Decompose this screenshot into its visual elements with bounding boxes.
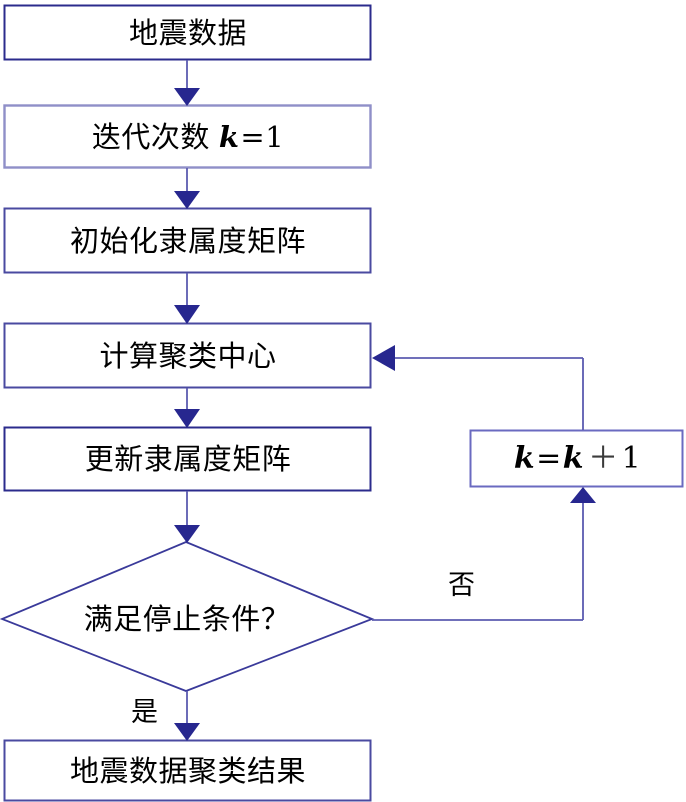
clickable-node-increment-k[interactable] xyxy=(471,431,683,487)
arrowhead-membership-to-centers xyxy=(174,305,200,324)
node-box-data-input[interactable] xyxy=(3,4,372,61)
clickable-node-result-output[interactable] xyxy=(5,741,371,801)
arrowhead-condition-yes-to-result xyxy=(174,723,200,741)
clickable-node-compute-centers[interactable] xyxy=(5,324,371,388)
node-box-init-iteration[interactable] xyxy=(3,104,372,169)
clickable-node-stop-condition[interactable] xyxy=(2,542,372,691)
node-box-result-output[interactable] xyxy=(3,739,372,802)
node-box-increment-k[interactable] xyxy=(469,429,684,488)
arrowhead-iteration-to-membership xyxy=(174,191,200,209)
edge-label-no: 否 xyxy=(448,570,475,601)
clickable-node-init-membership[interactable] xyxy=(5,209,371,273)
node-box-compute-centers[interactable] xyxy=(3,322,372,389)
node-diamond-stop-condition[interactable] xyxy=(0,541,375,692)
node-box-init-membership[interactable] xyxy=(3,207,372,274)
arrowhead-data-to-iteration xyxy=(174,88,200,106)
clickable-node-data-input[interactable] xyxy=(5,6,371,60)
arrowhead-no-into-increment-k xyxy=(570,487,596,503)
clickable-node-update-membership[interactable] xyxy=(5,428,371,491)
arrowhead-update-to-condition xyxy=(174,525,200,543)
node-box-update-membership[interactable] xyxy=(3,426,372,492)
arrowhead-centers-to-update xyxy=(174,409,200,428)
clickable-node-init-iteration[interactable] xyxy=(5,106,371,168)
arrowhead-loop-into-compute-centers xyxy=(372,345,395,371)
edge-label-yes: 是 xyxy=(131,697,158,728)
